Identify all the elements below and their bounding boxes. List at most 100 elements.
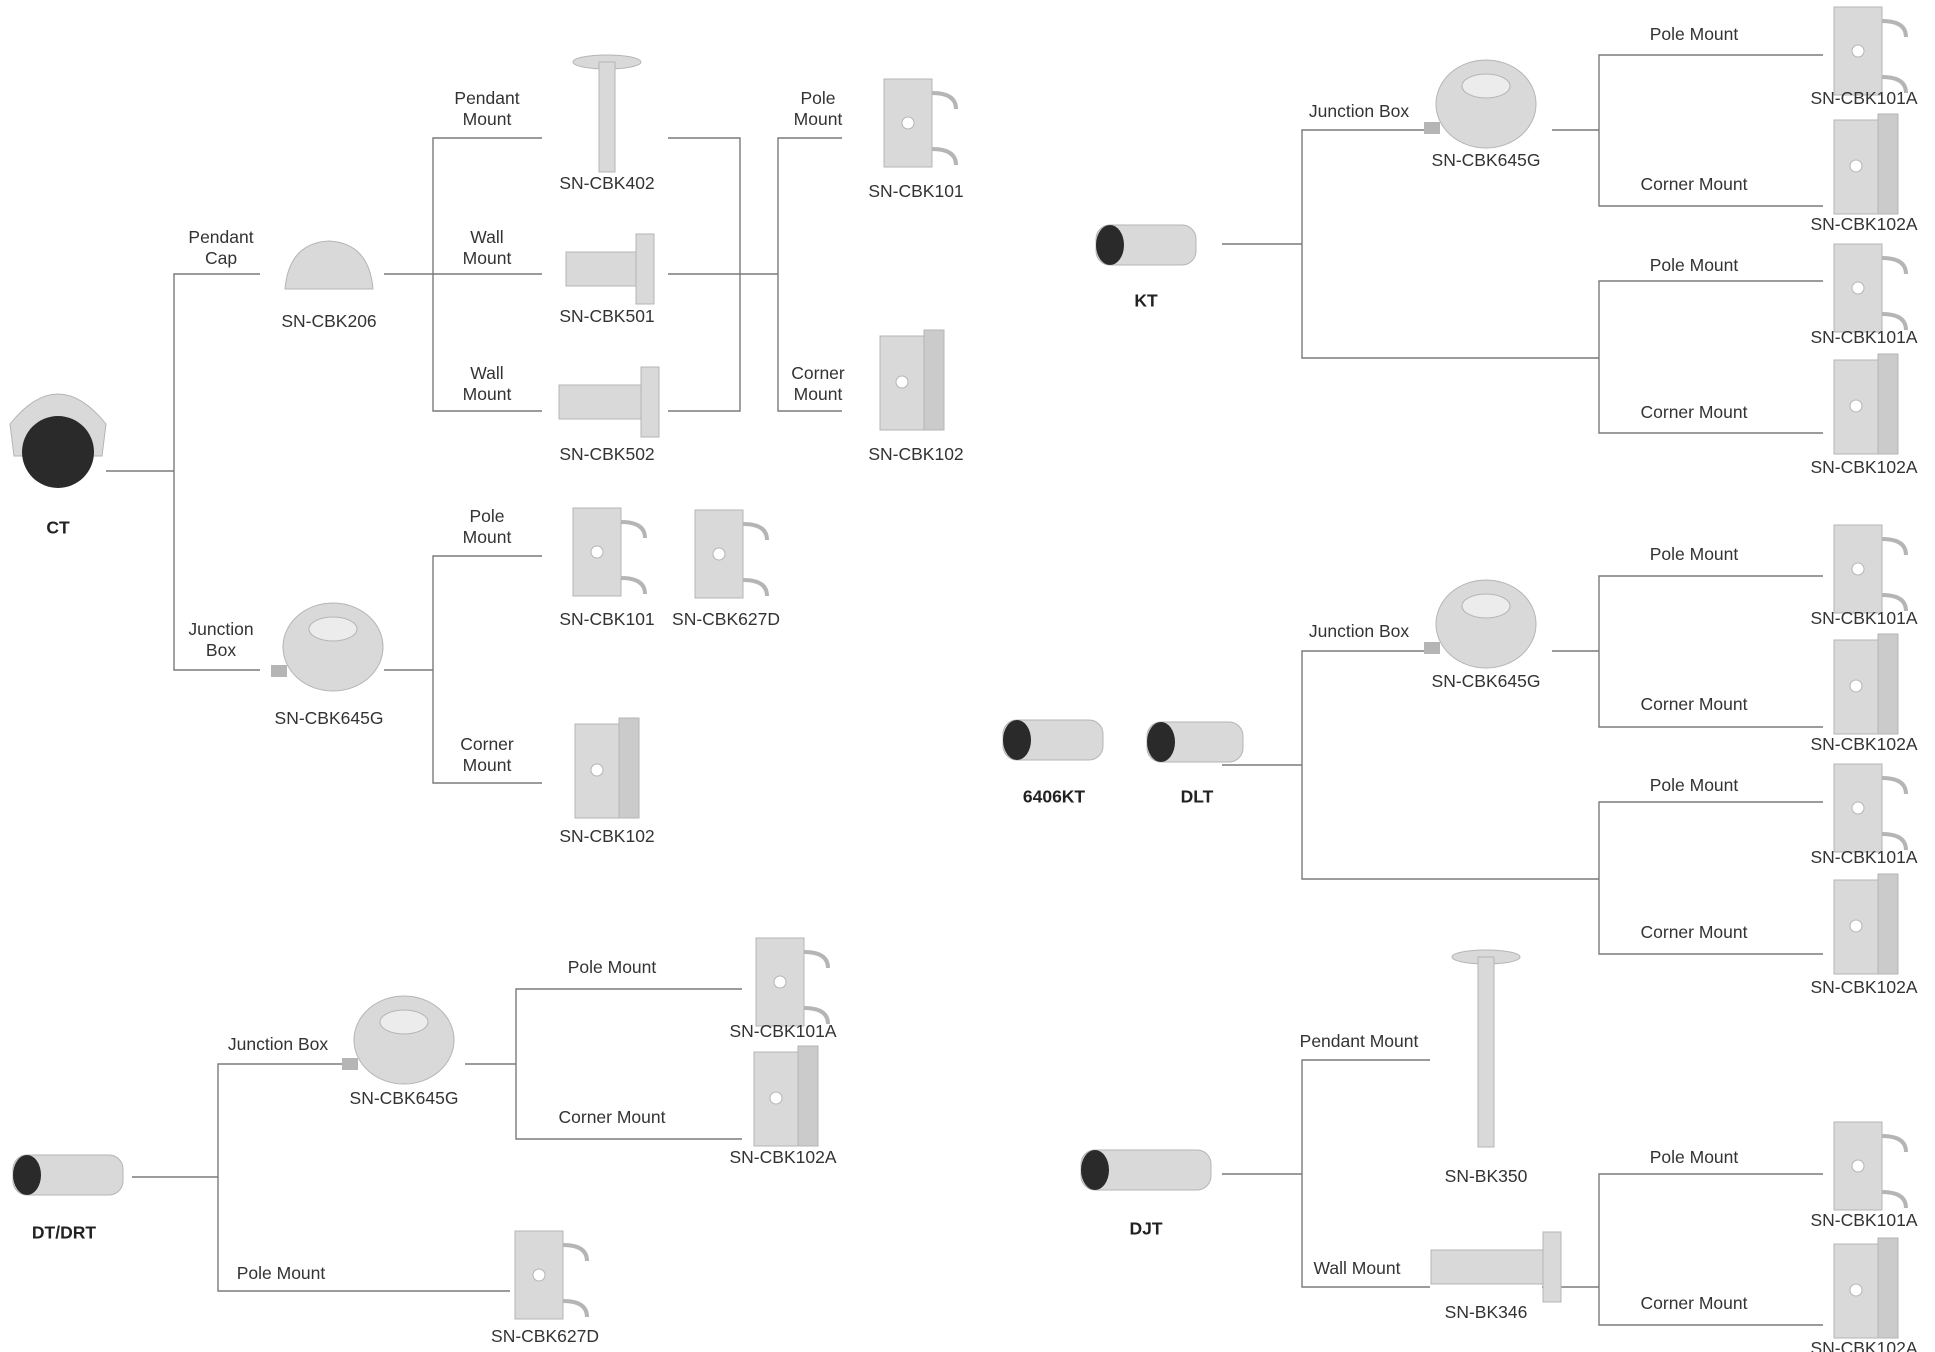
camera-label-dlt: DLT (1181, 787, 1214, 808)
pendant-mount-image (573, 55, 641, 172)
category-label-line: Mount (460, 755, 514, 776)
wall-mount-image (566, 234, 654, 304)
camera-label-6406kt: 6406KT (1023, 787, 1085, 808)
junction-box-image (271, 603, 383, 691)
corner-mount-image (1834, 354, 1898, 454)
pole-mount-image (695, 510, 767, 598)
product-code-label: SN-CBK645G (1432, 150, 1541, 170)
category-label-corner-mount: Corner Mount (1641, 402, 1748, 422)
pole-mount-image (515, 1231, 587, 1319)
category-label-corner-mount: Corner Mount (559, 1107, 666, 1127)
pole-mount-image (884, 79, 956, 167)
category-label-line: Mount (791, 384, 845, 405)
product-code-label: SN-CBK101A (1811, 88, 1918, 108)
category-label-corner-mount: Corner Mount (1641, 694, 1748, 714)
turret-camera-image (10, 394, 106, 488)
bullet-camera-image (1081, 1150, 1211, 1190)
category-label-line: Cap (188, 248, 253, 269)
camera-label-dt-drt: DT/DRT (32, 1223, 96, 1244)
category-label-wall-mount: Wall Mount (1314, 1258, 1401, 1278)
junction-box-image (342, 996, 454, 1084)
category-label-line: Mount (463, 384, 512, 405)
category-label-line: Wall (463, 227, 512, 248)
product-code-label: SN-CBK645G (350, 1088, 459, 1108)
category-label-corner-mount: Corner Mount (1641, 922, 1748, 942)
junction-box-image (1424, 60, 1536, 148)
product-code-label: SN-CBK101 (559, 609, 654, 629)
wall-mount-image (1431, 1232, 1561, 1302)
product-code-label: SN-CBK101A (1811, 847, 1918, 867)
category-label-line: Corner (791, 363, 845, 384)
corner-mount-image (1834, 874, 1898, 974)
category-label-line: Mount (454, 109, 519, 130)
corner-mount-image (1834, 1238, 1898, 1338)
product-code-label: SN-CBK402 (559, 173, 654, 193)
category-label-junction-box: Junction Box (228, 1034, 328, 1054)
camera-label-ct: CT (46, 518, 69, 539)
pole-mount-image (1834, 525, 1906, 613)
corner-mount-image (880, 330, 944, 430)
product-code-label: SN-CBK101 (868, 181, 963, 201)
product-code-label: SN-BK346 (1445, 1302, 1528, 1322)
bullet-camera-image (1096, 225, 1196, 265)
category-label-line: Mount (463, 527, 512, 548)
product-code-label: SN-CBK102A (1811, 977, 1918, 997)
product-code-label: SN-CBK101A (1811, 327, 1918, 347)
corner-mount-image (754, 1046, 818, 1146)
category-label-line: Junction (188, 619, 253, 640)
product-code-label: SN-CBK102A (730, 1147, 837, 1167)
product-code-label: SN-CBK102 (868, 444, 963, 464)
product-code-label: SN-CBK102A (1811, 734, 1918, 754)
pole-mount-image (573, 508, 645, 596)
pole-mount-image (1834, 764, 1906, 852)
pole-mount-image (1834, 244, 1906, 332)
category-label-pole-mount: Pole Mount (1650, 1147, 1739, 1167)
category-label-line: Pendant (454, 88, 519, 109)
category-label-pole-mount: Pole Mount (237, 1263, 326, 1283)
category-label-junction-box: Junction Box (1309, 621, 1409, 641)
product-code-label: SN-CBK645G (1432, 671, 1541, 691)
category-label-pole-mount: Pole Mount (1650, 255, 1739, 275)
product-code-label: SN-CBK101A (730, 1021, 837, 1041)
corner-mount-image (1834, 114, 1898, 214)
product-code-label: SN-CBK206 (281, 311, 376, 331)
bullet-camera-image (1003, 720, 1103, 760)
product-code-label: SN-CBK102A (1811, 214, 1918, 234)
category-label-line: Pole (794, 88, 843, 109)
camera-label-djt: DJT (1129, 1219, 1162, 1240)
category-label-line: Pole (463, 506, 512, 527)
product-code-label: SN-BK350 (1445, 1166, 1528, 1186)
pole-mount-image (756, 938, 828, 1026)
pendant-cap-image (285, 241, 373, 289)
product-code-label: SN-CBK502 (559, 444, 654, 464)
corner-mount-image (1834, 634, 1898, 734)
product-code-label: SN-CBK102 (559, 826, 654, 846)
product-code-label: SN-CBK645G (275, 708, 384, 728)
connector-line (1302, 1060, 1430, 1287)
bullet-camera-image (1147, 722, 1243, 762)
product-code-label: SN-CBK102A (1811, 457, 1918, 477)
pendant-mount-image (1452, 950, 1520, 1147)
camera-label-kt: KT (1134, 291, 1157, 312)
category-label-line: Mount (463, 248, 512, 269)
product-code-label: SN-CBK102A (1811, 1338, 1918, 1352)
connector-line-group (106, 55, 1823, 1325)
category-label-corner-mount: Corner Mount (1641, 174, 1748, 194)
category-label-junction-box: Junction Box (1309, 101, 1409, 121)
category-label-pole-mount: Pole Mount (568, 957, 657, 977)
product-code-label: SN-CBK501 (559, 306, 654, 326)
pole-mount-image (1834, 1122, 1906, 1210)
category-label-line: Pendant (188, 227, 253, 248)
category-label-pole-mount: Pole Mount (1650, 544, 1739, 564)
junction-box-image (1424, 580, 1536, 668)
product-code-label: SN-CBK627D (672, 609, 780, 629)
